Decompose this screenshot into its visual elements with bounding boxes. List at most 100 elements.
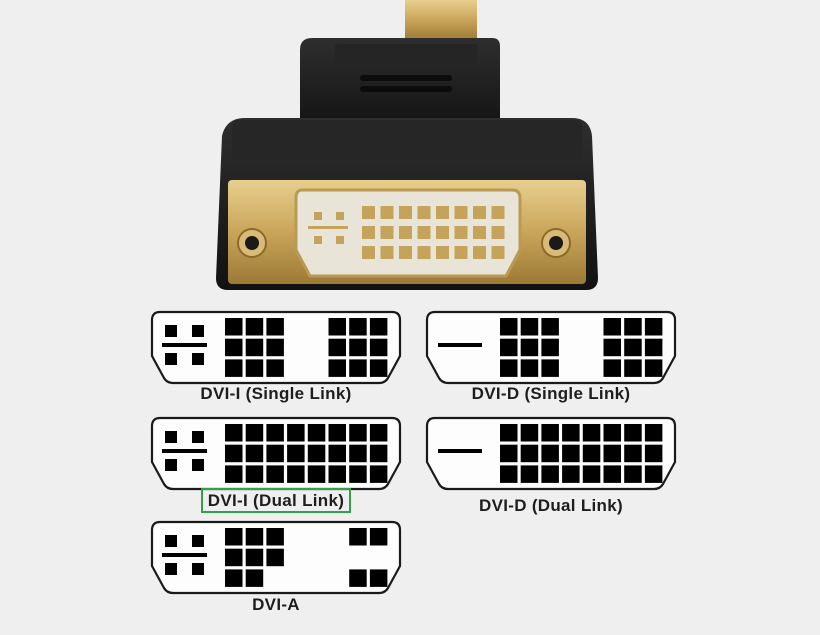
- pin: [520, 318, 539, 336]
- pin: [287, 424, 305, 442]
- analog-pin: [165, 325, 177, 337]
- pin: [582, 444, 601, 463]
- socket-pin: [454, 226, 468, 239]
- analog-blade: [162, 343, 207, 347]
- pin: [225, 548, 243, 567]
- pin: [225, 318, 243, 336]
- label-text: DVI-D (Dual Link): [479, 496, 623, 515]
- socket-pin: [380, 226, 394, 239]
- pin: [266, 528, 284, 546]
- socket-pin: [491, 206, 505, 219]
- pin: [500, 424, 518, 442]
- pin: [328, 424, 346, 442]
- pin: [369, 465, 388, 483]
- pin: [582, 424, 601, 442]
- flat-blade: [438, 343, 482, 347]
- pin: [500, 359, 518, 377]
- pin: [287, 465, 305, 483]
- pin: [644, 424, 663, 442]
- pin: [624, 318, 642, 336]
- pin: [266, 548, 284, 567]
- pin: [225, 528, 243, 546]
- diagram-label: DVI-I (Dual Link): [146, 488, 406, 513]
- pin: [603, 318, 621, 336]
- pin: [349, 359, 367, 377]
- pin: [582, 465, 601, 483]
- analog-pin: [192, 353, 204, 365]
- pin: [349, 318, 367, 336]
- pin: [603, 359, 621, 377]
- socket-pin: [417, 226, 431, 239]
- pin: [245, 338, 264, 357]
- pin: [349, 569, 367, 587]
- socket-pin: [473, 246, 486, 259]
- analog-pin: [165, 459, 177, 471]
- pin: [541, 444, 559, 463]
- pin: [328, 359, 346, 377]
- pin: [624, 359, 642, 377]
- pin: [266, 465, 284, 483]
- diagram-dvi-d-single: [425, 310, 677, 386]
- diagram-dvi-i-single: [150, 310, 402, 386]
- socket-pin: [454, 206, 468, 219]
- label-text: DVI-I (Single Link): [200, 384, 352, 403]
- pin: [245, 318, 264, 336]
- pin: [541, 338, 559, 357]
- pin: [624, 424, 642, 442]
- socket-pin: [491, 246, 505, 259]
- socket-pin: [436, 206, 449, 219]
- analog-pin: [165, 353, 177, 365]
- pin: [520, 359, 539, 377]
- pin: [349, 424, 367, 442]
- pin: [287, 444, 305, 463]
- pin: [245, 465, 264, 483]
- analog-pin: [192, 325, 204, 337]
- pin: [245, 569, 264, 587]
- pin: [603, 465, 621, 483]
- pin: [500, 465, 518, 483]
- pin: [328, 338, 346, 357]
- pin: [225, 444, 243, 463]
- pin: [266, 424, 284, 442]
- diagram-dvi-a: [150, 520, 402, 596]
- pin: [520, 444, 539, 463]
- pin: [225, 338, 243, 357]
- pin: [369, 569, 388, 587]
- socket-pin: [436, 246, 449, 259]
- socket-pin: [380, 246, 394, 259]
- socket-analog-pin: [336, 212, 344, 220]
- pin: [624, 444, 642, 463]
- pin: [520, 424, 539, 442]
- analog-pin: [192, 563, 204, 575]
- pin: [644, 465, 663, 483]
- diagram-label: DVI-D (Single Link): [421, 384, 681, 404]
- pin: [307, 444, 326, 463]
- pin: [266, 444, 284, 463]
- socket-pin: [362, 206, 375, 219]
- pin: [624, 465, 642, 483]
- socket-pin: [399, 206, 412, 219]
- socket-pin: [362, 246, 375, 259]
- pin: [266, 338, 284, 357]
- socket-analog-pin: [314, 236, 322, 244]
- pin: [245, 424, 264, 442]
- pin: [349, 528, 367, 546]
- analog-pin: [165, 563, 177, 575]
- hdmi-gold-tip: [405, 0, 477, 40]
- pin: [328, 465, 346, 483]
- label-text: DVI-D (Single Link): [471, 384, 631, 403]
- socket-pin: [399, 246, 412, 259]
- socket-pin: [417, 206, 431, 219]
- pin: [520, 465, 539, 483]
- pin: [225, 424, 243, 442]
- pin: [307, 465, 326, 483]
- analog-pin: [192, 459, 204, 471]
- socket-analog-pin: [336, 236, 344, 244]
- pin: [245, 528, 264, 546]
- pin: [603, 424, 621, 442]
- pin: [562, 424, 580, 442]
- pin: [624, 338, 642, 357]
- pin: [349, 465, 367, 483]
- pin: [541, 424, 559, 442]
- diagram-dvi-i-dual: [150, 416, 402, 492]
